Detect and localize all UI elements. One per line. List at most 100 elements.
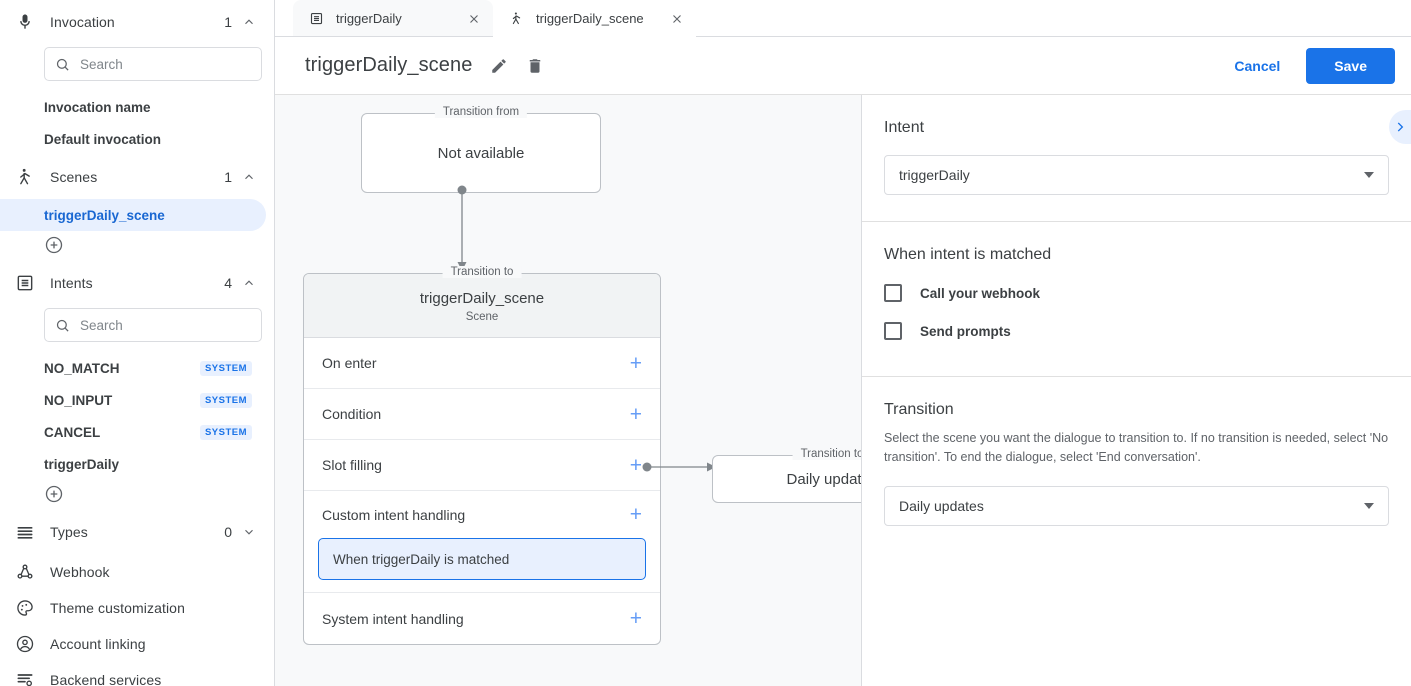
add-intent-row (0, 480, 274, 510)
chevron-up-icon (242, 276, 256, 290)
sidebar-section-scenes[interactable]: Scenes 1 (0, 155, 274, 199)
intents-search-box[interactable] (44, 308, 262, 342)
scene-row-on-enter[interactable]: On enter + (304, 338, 660, 389)
sidebar-section-intents-count: 4 (224, 275, 232, 291)
checkbox-label: Send prompts (920, 323, 1011, 339)
invocation-search-wrap (0, 44, 274, 91)
scene-row-slot-filling[interactable]: Slot filling + (304, 440, 660, 491)
scene-graph-canvas[interactable]: Transition from Not available Transition… (275, 95, 862, 686)
transition-to-legend: Transition to (442, 266, 522, 278)
panel-block-when-matched: When intent is matched Call your webhook… (862, 222, 1411, 377)
sidebar-item-invocation-name[interactable]: Invocation name (0, 91, 266, 123)
pencil-icon[interactable] (490, 57, 508, 75)
sidebar-item-backend-services[interactable]: Backend services (0, 662, 274, 686)
checkbox-call-your-webhook[interactable]: Call your webhook (884, 284, 1389, 302)
invocation-search-box[interactable] (44, 47, 262, 81)
sidebar-section-invocation-label: Invocation (50, 14, 115, 30)
sidebar-item-label: triggerDaily_scene (44, 207, 165, 223)
sidebar-item-account-linking[interactable]: Account linking (0, 626, 274, 662)
scene-row-condition[interactable]: Condition + (304, 389, 660, 440)
chevron-down-icon (242, 525, 256, 539)
sidebar-item-label: Default invocation (44, 131, 162, 147)
work-area: Transition from Not available Transition… (275, 95, 1411, 686)
scene-row-custom-intent-handling[interactable]: Custom intent handling + (304, 491, 660, 538)
intent-select[interactable]: triggerDaily (884, 155, 1389, 195)
intent-heading: Intent (884, 119, 925, 136)
intent-handler-when-triggerdaily-matched[interactable]: When triggerDaily is matched (318, 538, 646, 580)
edge-from-to-scene (457, 185, 467, 271)
scene-icon (509, 11, 524, 26)
add-on-enter-icon[interactable]: + (629, 351, 642, 375)
sidebar-item-webhook[interactable]: Webhook (0, 554, 274, 590)
sidebar-item-theme-customization[interactable]: Theme customization (0, 590, 274, 626)
intent-icon (14, 272, 36, 294)
scene-node[interactable]: Transition to triggerDaily_scene Scene O… (303, 266, 661, 645)
sidebar-item-triggerdaily[interactable]: triggerDaily (0, 448, 266, 480)
sidebar-section-types[interactable]: Types 0 (0, 510, 274, 554)
scene-row-label: System intent handling (322, 610, 464, 627)
sidebar-item-label: Webhook (50, 564, 110, 580)
transition-from-node[interactable]: Transition from Not available (361, 106, 601, 193)
target-node-legend: Transition to (792, 448, 861, 460)
close-icon[interactable] (467, 12, 481, 26)
intents-search-wrap (0, 305, 274, 352)
tab-triggerdaily-scene[interactable]: triggerDaily_scene (493, 0, 696, 38)
left-sidebar: Invocation 1 Invocation name Default inv… (0, 0, 275, 686)
sidebar-section-scenes-label: Scenes (50, 169, 98, 185)
transition-select[interactable]: Daily updates (884, 485, 1389, 526)
sidebar-section-invocation[interactable]: Invocation 1 (0, 0, 274, 44)
intent-details-panel: Intent triggerDaily When intent is match… (862, 95, 1411, 686)
sidebar-item-cancel[interactable]: CANCEL SYSTEM (0, 416, 266, 448)
scene-node-header: triggerDaily_scene Scene (304, 274, 660, 338)
sidebar-item-label: Account linking (50, 636, 146, 652)
add-system-intent-handling-icon[interactable]: + (629, 607, 642, 630)
sidebar-item-triggerdaily-scene[interactable]: triggerDaily_scene (0, 199, 266, 231)
scene-icon (14, 166, 36, 188)
status-badge: SYSTEM (199, 392, 252, 408)
sidebar-item-label: Backend services (50, 672, 162, 686)
panel-block-transition: Transition Select the scene you want the… (862, 377, 1411, 552)
chevron-right-icon[interactable] (1389, 110, 1411, 144)
add-slot-filling-icon[interactable]: + (629, 453, 642, 477)
scene-node-subtitle: Scene (465, 311, 499, 323)
status-badge: SYSTEM (199, 360, 252, 376)
sidebar-item-default-invocation[interactable]: Default invocation (0, 123, 266, 155)
scene-row-system-intent-handling[interactable]: System intent handling + (304, 593, 660, 644)
sidebar-item-no-input[interactable]: NO_INPUT SYSTEM (0, 384, 266, 416)
sidebar-item-label: CANCEL (44, 424, 101, 440)
scene-row-label: Custom intent handling (322, 506, 466, 523)
sidebar-item-no-match[interactable]: NO_MATCH SYSTEM (0, 352, 266, 384)
sidebar-item-label: NO_INPUT (44, 392, 113, 408)
checkbox-box[interactable] (884, 322, 902, 340)
sidebar-section-scenes-count: 1 (224, 169, 232, 185)
sidebar-section-intents-label: Intents (50, 275, 93, 291)
tab-triggerdaily[interactable]: triggerDaily (293, 0, 493, 37)
checkbox-send-prompts[interactable]: Send prompts (884, 322, 1389, 340)
invocation-search-input[interactable] (80, 56, 251, 72)
daily-updates-node[interactable]: Transition to Daily updates (712, 448, 861, 503)
panel-block-intent: Intent triggerDaily (862, 95, 1411, 222)
sidebar-section-intents[interactable]: Intents 4 (0, 261, 274, 305)
sidebar-item-label: triggerDaily (44, 456, 120, 472)
edge-handler-to-daily (642, 462, 716, 472)
scene-row-label: Slot filling (322, 457, 382, 473)
intent-handler-wrap: When triggerDaily is matched (304, 538, 660, 593)
chevron-down-icon (1364, 172, 1374, 178)
trash-icon[interactable] (526, 57, 544, 75)
add-circle-icon[interactable] (44, 235, 64, 255)
cancel-button[interactable]: Cancel (1220, 50, 1294, 82)
sidebar-section-invocation-count: 1 (224, 14, 232, 30)
close-icon[interactable] (670, 12, 684, 26)
save-button[interactable]: Save (1306, 47, 1395, 84)
intent-select-value: triggerDaily (899, 167, 970, 183)
add-circle-icon[interactable] (44, 484, 64, 504)
intent-icon (309, 11, 324, 26)
add-condition-icon[interactable]: + (629, 402, 642, 426)
add-scene-row (0, 231, 274, 261)
when-matched-heading: When intent is matched (884, 246, 1052, 263)
checkbox-box[interactable] (884, 284, 902, 302)
checkbox-label: Call your webhook (920, 285, 1041, 301)
add-custom-intent-handling-icon[interactable]: + (629, 503, 642, 526)
intents-search-input[interactable] (80, 317, 251, 333)
